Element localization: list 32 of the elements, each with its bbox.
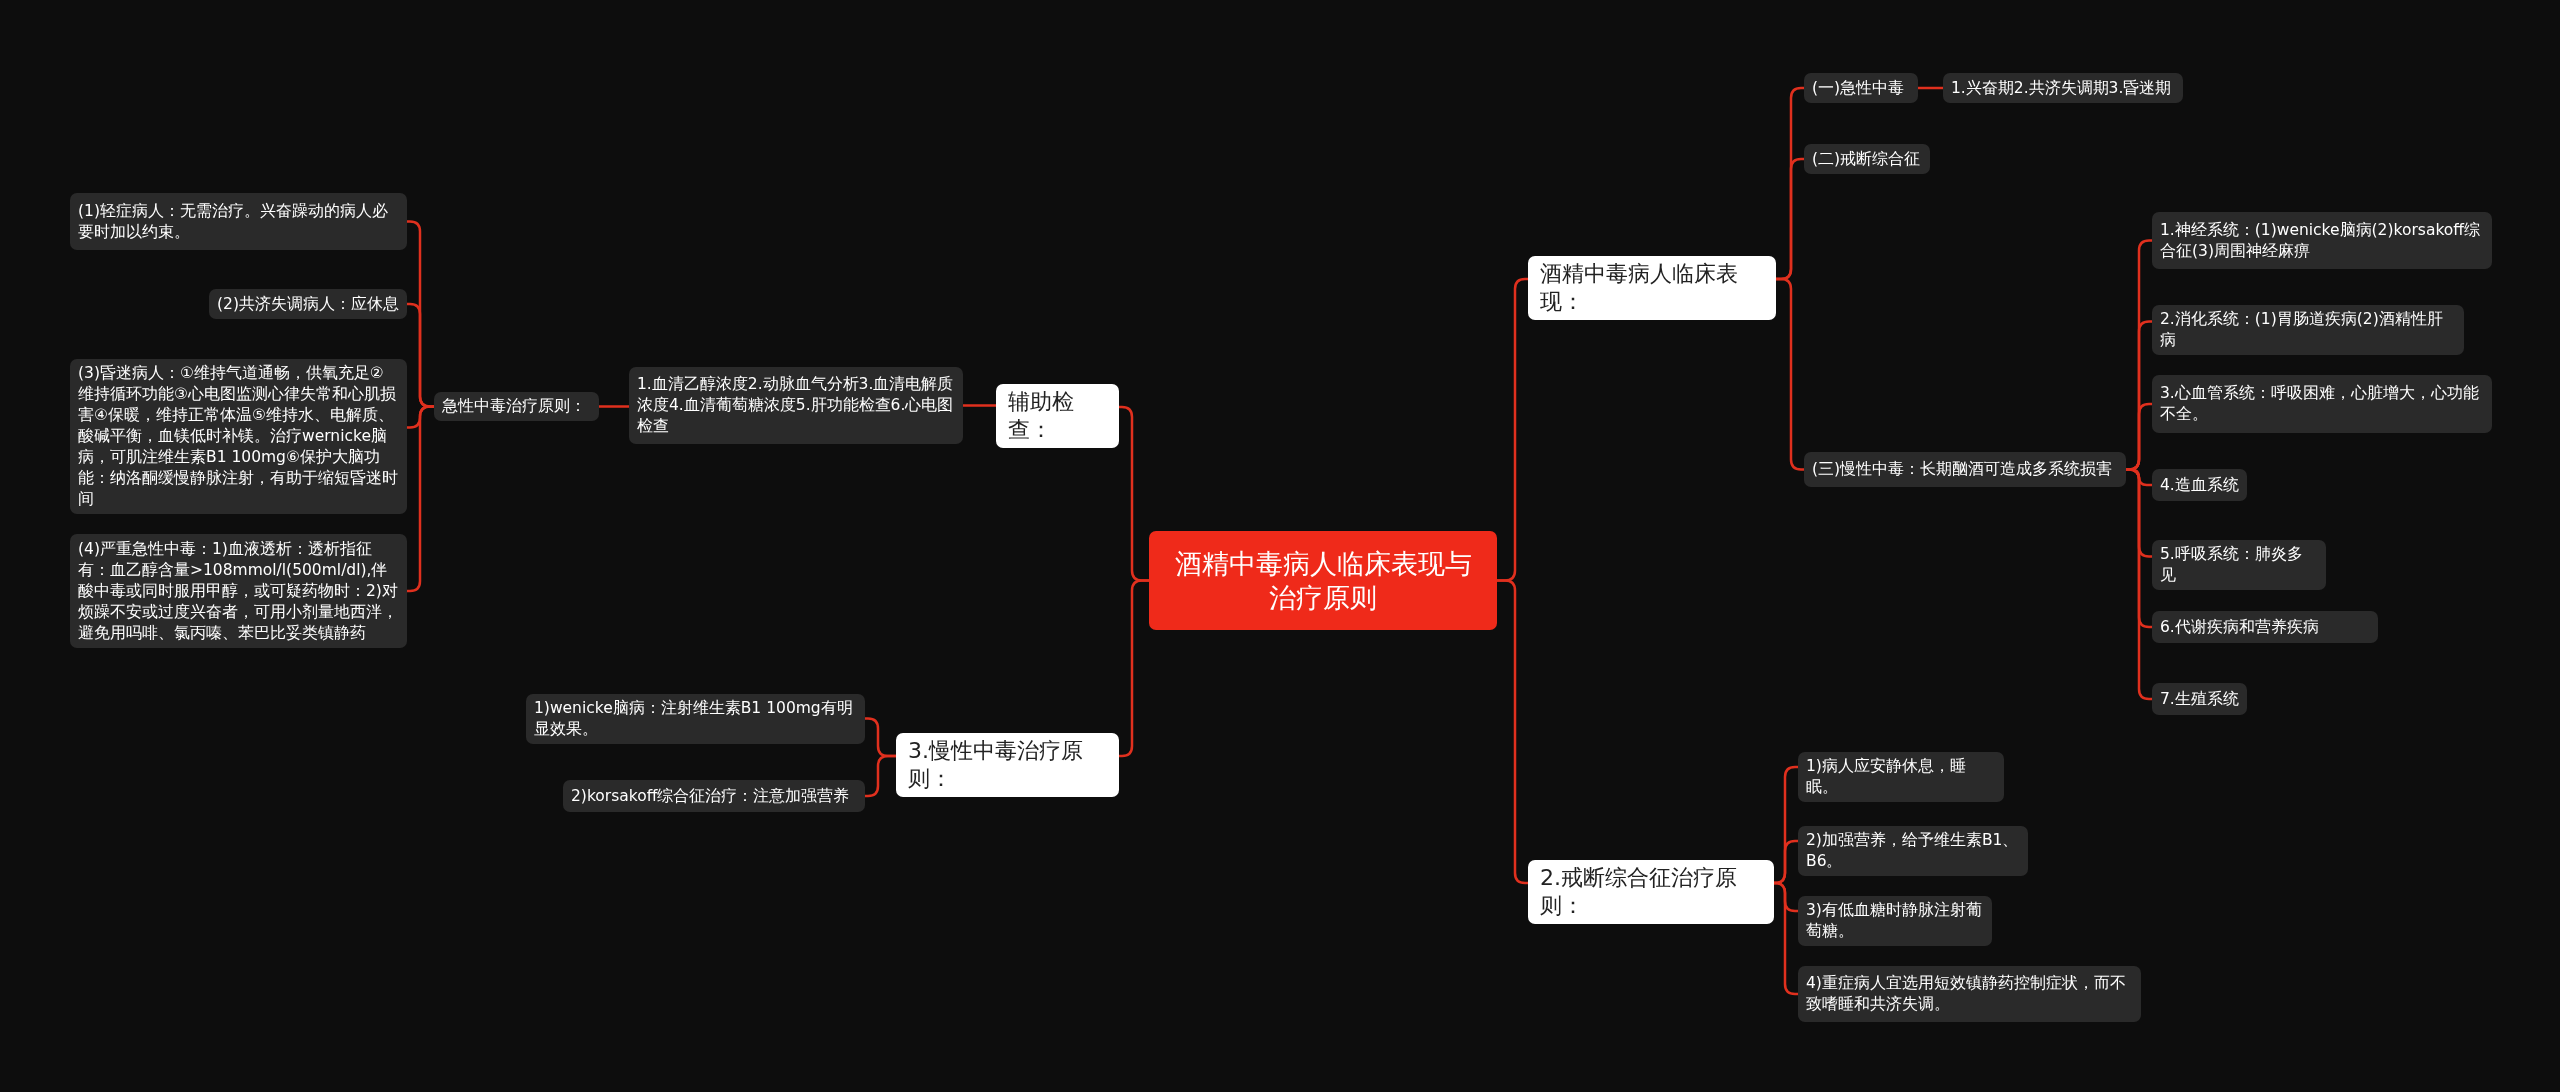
subtopic-box: 7.生殖系统 [2152,683,2247,715]
subtopic-box: 2)加强营养，给予维生素B1、B6。 [1798,826,2028,876]
topic-box: 辅助检查： [996,384,1119,448]
topic-box: 3.慢性中毒治疗原则： [896,733,1119,797]
central-topic-box: 酒精中毒病人临床表现与治疗原则 [1149,531,1497,630]
subtopic-box: 2.消化系统：(1)胃肠道疾病(2)酒精性肝病 [2152,305,2464,355]
connector [865,754,896,798]
subtopic-box: (3)昏迷病人：①维持气道通畅，供氧充足②维持循环功能③心电图监测心律失常和心肌损害④保暖，维持正常体温⑤维持水、电解质、酸碱平衡，血镁低时补镁。治疗wernicke脑病，可肌注维生素B1 100mg⑥保护大脑功能：纳洛酮缓慢静脉注射，有助于缩短昏迷时间 [70,359,407,514]
subtopic-box: 3.心血管系统：呼吸困难，心脏增大，心功能不全。 [2152,375,2492,433]
topic-box: 2.戒断综合征治疗原则： [1528,860,1774,924]
connector [1918,86,1943,90]
subtopic-box: (2)共济失调病人：应休息 [209,289,407,319]
subtopic-box: (一)急性中毒 [1804,73,1918,103]
subtopic-box: 1)wenicke脑病：注射维生素B1 100mg有明显效果。 [526,694,865,744]
subtopic-box: 1.兴奋期2.共济失调期3.昏迷期 [1943,73,2183,103]
subtopic-box: 4.造血系统 [2152,469,2247,501]
subtopic-box: 6.代谢疾病和营养疾病 [2152,611,2378,643]
connector [599,405,629,408]
subtopic-box: (1)轻症病人：无需治疗。兴奋躁动的病人必要时加以约束。 [70,193,407,250]
subtopic-box: 急性中毒治疗原则： [434,392,599,421]
subtopic-box: 4)重症病人宜选用短效镇静药控制症状，而不致嗜睡和共济失调。 [1798,966,2141,1022]
subtopic-box: 1)病人应安静休息，睡眠。 [1798,752,2004,802]
subtopic-box: 5.呼吸系统：肺炎多见 [2152,540,2326,590]
subtopic-box: 1.血清乙醇浓度2.动脉血气分析3.血清电解质浓度4.血清葡萄糖浓度5.肝功能检查6.心电图检查 [629,367,963,444]
subtopic-box: 3)有低血糖时静脉注射葡萄糖。 [1798,896,1992,946]
subtopic-box: 1.神经系统：(1)wenicke脑病(2)korsakoff综合征(3)周围神经麻痹 [2152,212,2492,269]
subtopic-box: (4)严重急性中毒：1)血液透析：透析指征有：血乙醇含量>108mmol/l(500ml/dl),伴酸中毒或同时服用甲醇，或可疑药物时：2)对烦躁不安或过度兴奋者，可用小剂量地西泮，避免用吗啡、氯丙嗪、苯巴比妥类镇静药 [70,534,407,648]
topic-box: 酒精中毒病人临床表现： [1528,256,1776,320]
connector [963,404,996,407]
subtopic-box: 2)korsakoff综合征治疗：注意加强营养 [563,780,865,812]
subtopic-box: (三)慢性中毒：长期酗酒可造成多系统损害 [1804,452,2126,487]
subtopic-box: (二)戒断综合征 [1804,144,1930,174]
